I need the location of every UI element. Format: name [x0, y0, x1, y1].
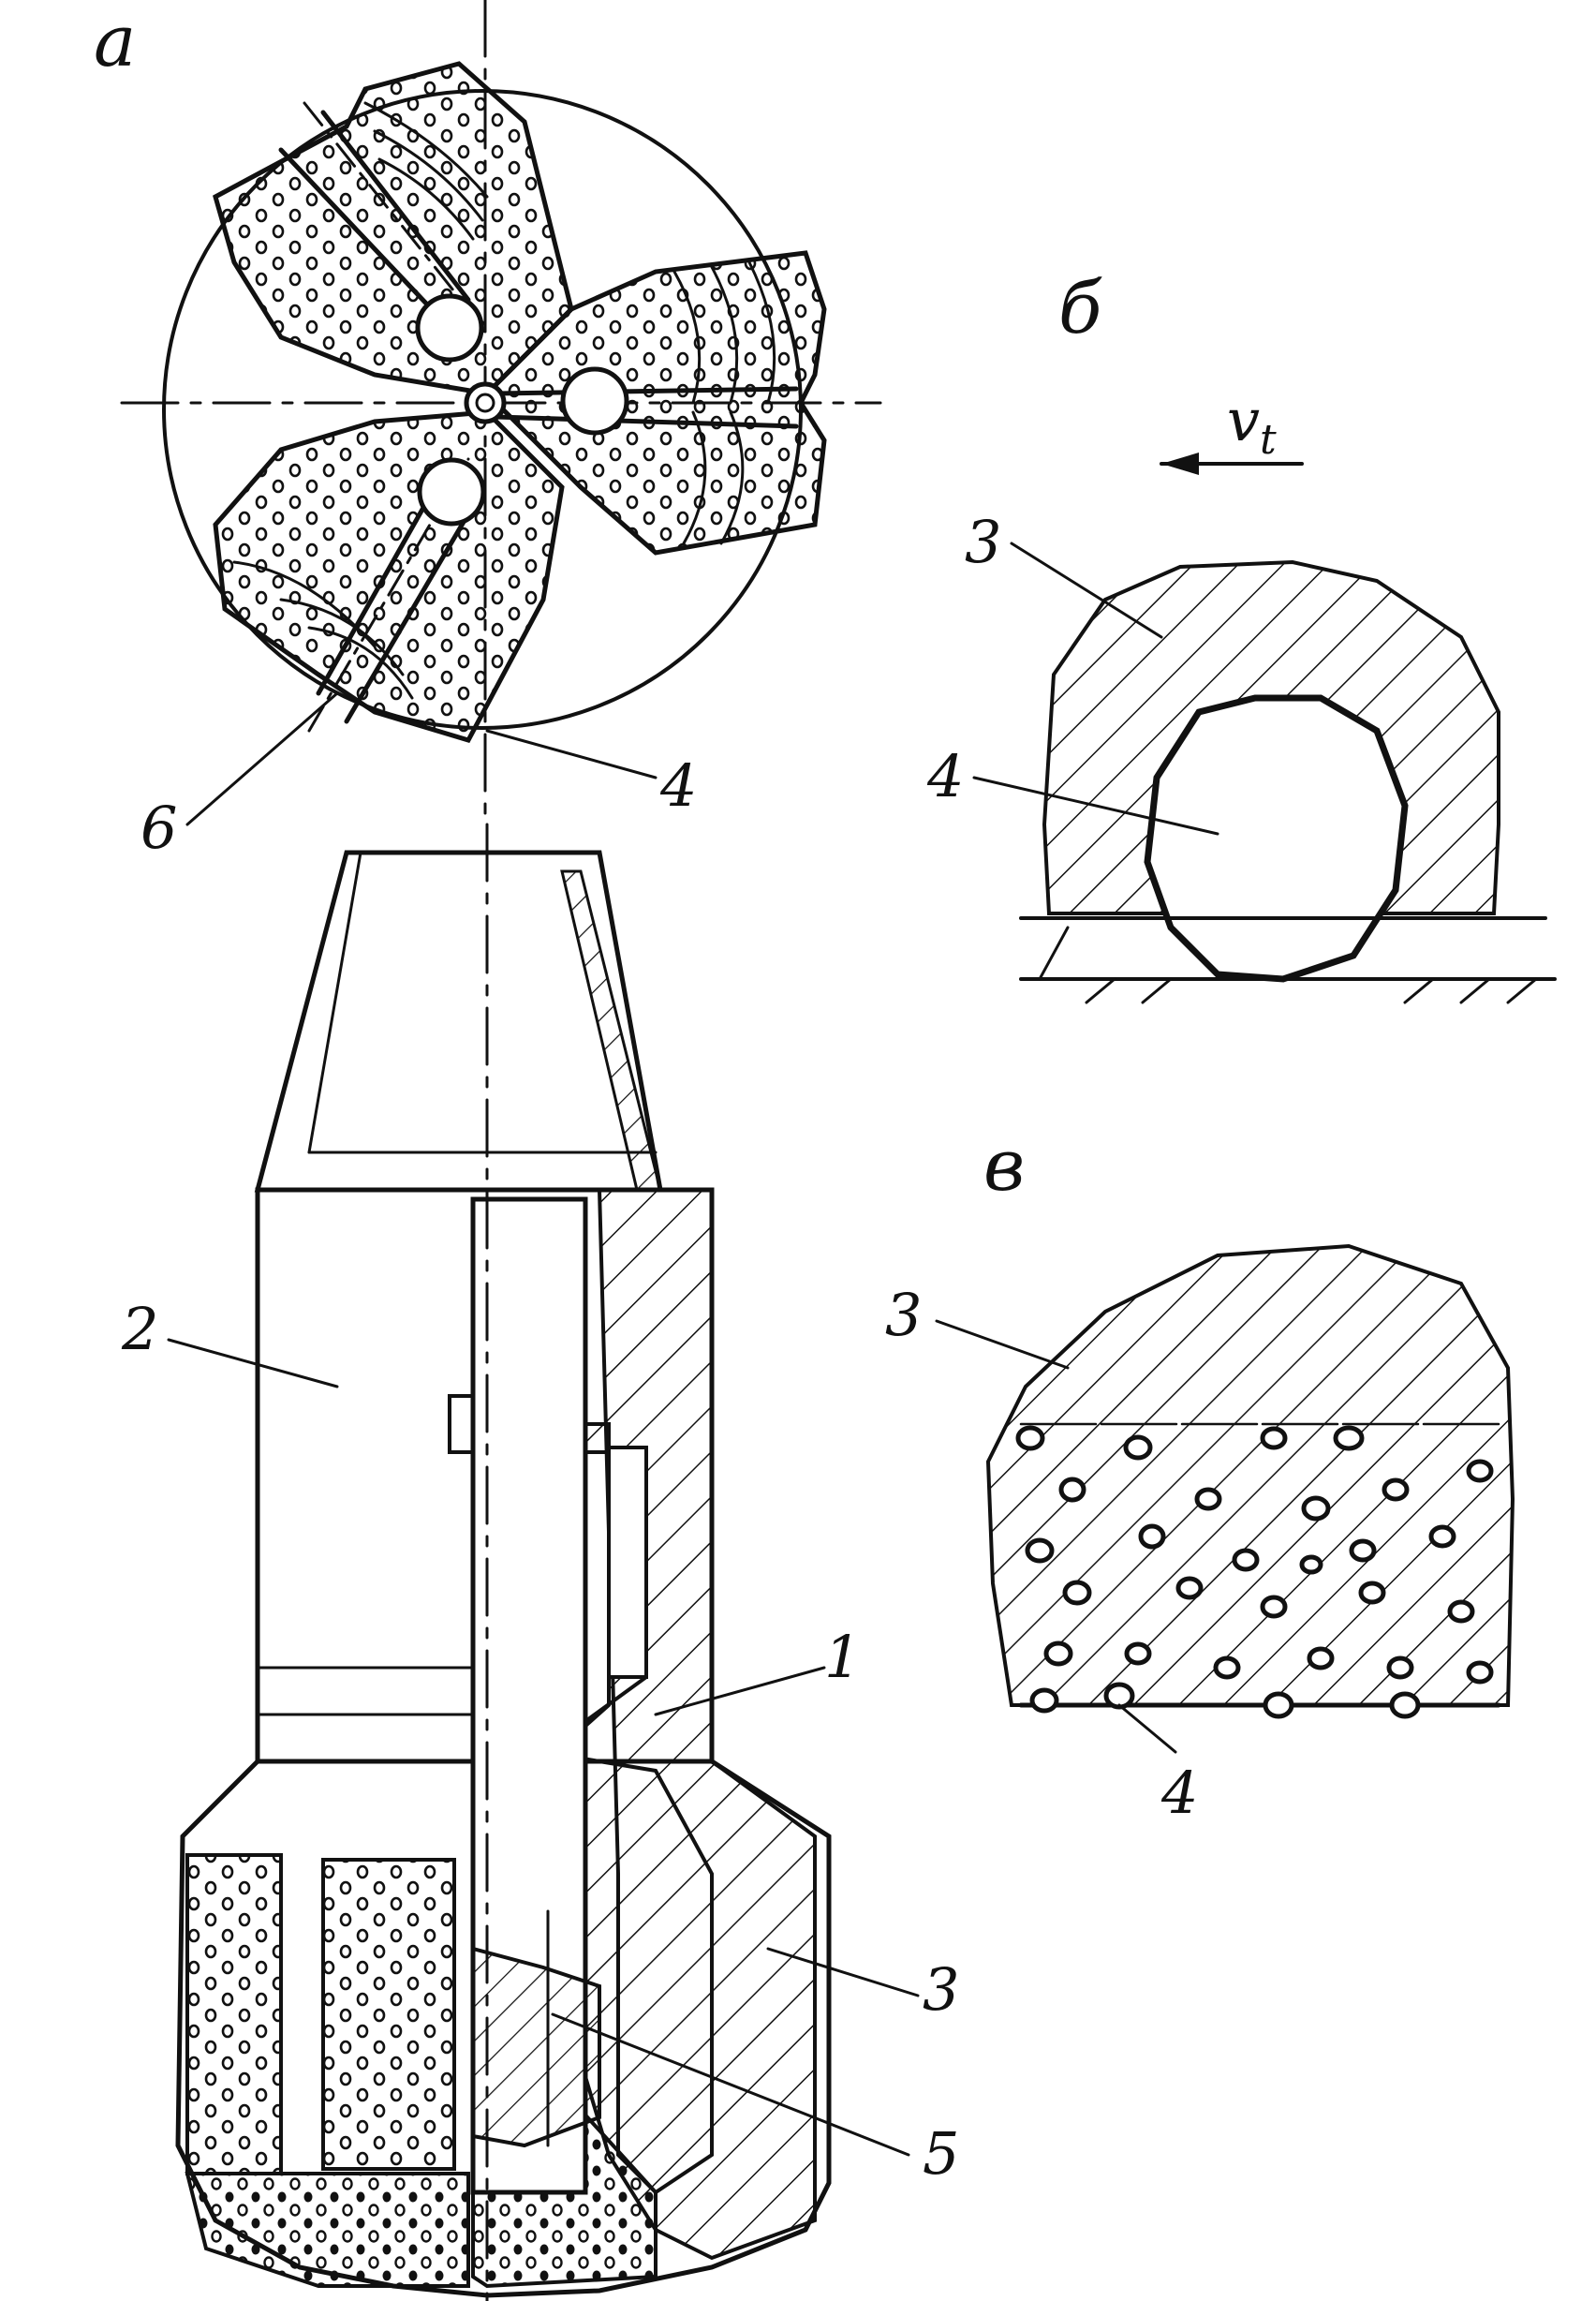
panel-b: б vt 3 4 [926, 266, 1557, 1004]
label-3-b: 3 [965, 508, 1001, 576]
label-2: 2 [121, 1295, 158, 1363]
diamond-grains-c [1015, 1425, 1494, 1719]
rock-hatching [1038, 926, 1538, 1004]
panel-a-letter: а [94, 0, 136, 82]
leader-5 [551, 2012, 910, 2157]
leader-3-c [935, 1319, 1070, 1370]
leader-2 [167, 1338, 339, 1388]
main-section: 2 1 3 5 [121, 823, 959, 2301]
nozzle-section [471, 1946, 601, 2148]
diamond-b [1144, 694, 1409, 983]
label-4-c: 4 [1160, 1759, 1198, 1827]
matrix-c [985, 1243, 1515, 1707]
leader-4a [485, 729, 658, 779]
leader-3-b [1010, 542, 1163, 639]
label-5: 5 [923, 2119, 959, 2188]
leader-1 [654, 1666, 826, 1716]
leader-4-b [972, 776, 1219, 836]
velocity-symbol: vt [1227, 386, 1277, 464]
velocity-arrow-head [1161, 453, 1199, 475]
crown-blade-1 [185, 1853, 283, 2175]
gauge-arcs [232, 101, 776, 700]
label-3-c: 3 [885, 1281, 922, 1349]
flushing-channels [278, 101, 799, 733]
panel-b-letter: б [1058, 266, 1102, 349]
crown-blade-2 [321, 1858, 456, 2171]
panel-c-letter: в [983, 1123, 1025, 1207]
leader-6 [185, 691, 339, 826]
leader-4-c [1117, 1703, 1177, 1754]
label-1: 1 [824, 1623, 861, 1691]
label-6: 6 [140, 794, 177, 862]
panel-c: в 3 4 [885, 1123, 1515, 1827]
leader-3-main [766, 1947, 920, 1997]
label-4-panel-a: 4 [659, 751, 697, 820]
label-3-main: 3 [923, 1955, 959, 2024]
shank-edge-line [307, 851, 362, 1154]
blade-right [483, 250, 827, 556]
panel-a: а [94, 0, 882, 862]
blade-lower-left [213, 409, 565, 743]
label-4-b: 4 [926, 742, 964, 810]
crown-bottom-inserts [185, 2172, 470, 2288]
blade-upper-left [213, 61, 574, 396]
inner-step [607, 1446, 648, 1679]
